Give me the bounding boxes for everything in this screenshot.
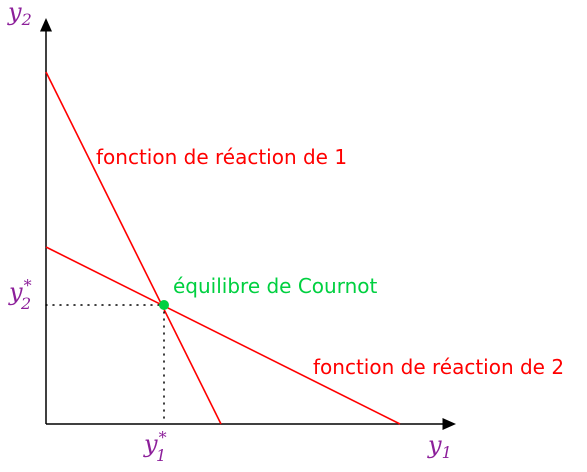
equilibrium-x-label-sup: * [159,428,167,447]
reaction-line-1 [45,71,222,425]
x-axis-label-main: y [427,431,442,459]
equilibrium-x-label: y*1 [143,428,167,465]
reaction-line-2 [45,246,401,425]
equilibrium-y-label-sup: * [24,276,32,295]
y-axis-label: y2 [7,0,32,29]
equilibrium-x-label-main: y [143,430,158,458]
equilibrium-y-label-main: y [8,278,23,306]
x-axis-label-sub: 1 [442,443,452,462]
y-axis-label-sub: 2 [21,10,32,29]
reaction-2-label: fonction de réaction de 2 [313,355,564,379]
equilibrium-y-label: y*2 [8,276,32,313]
equilibrium-label: équilibre de Cournot [173,274,378,298]
equilibrium-point [159,300,169,310]
reaction-1-label: fonction de réaction de 1 [96,145,347,169]
x-axis-label: y1 [427,431,452,462]
y-axis-label-main: y [7,0,22,26]
equilibrium-y-label-sub: 2 [20,294,31,313]
equilibrium-x-label-sub: 1 [156,446,166,465]
